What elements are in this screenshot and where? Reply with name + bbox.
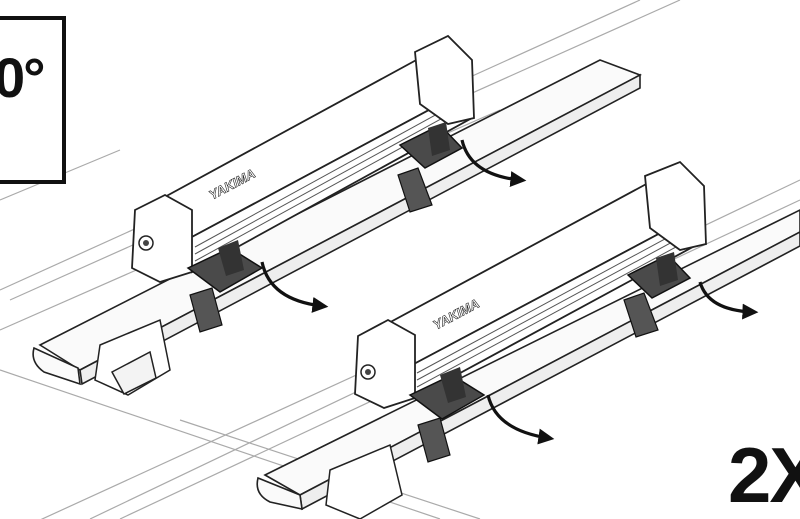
crossbar-rear xyxy=(32,59,642,386)
arrow-icon xyxy=(486,394,555,445)
angle-label: 0° xyxy=(0,46,46,109)
arrow-icon xyxy=(698,281,759,320)
ski-rack-upper: YAKIMA xyxy=(131,34,475,333)
crossbar-rear-foot xyxy=(94,318,171,396)
quantity-label: 2X xyxy=(728,431,800,519)
angle-callout: 0° xyxy=(0,16,66,184)
rotation-arrows xyxy=(260,139,759,445)
arrow-icon xyxy=(460,139,527,188)
arrow-icon xyxy=(260,261,329,313)
crossbar-front-foot xyxy=(325,443,403,519)
ski-rack-lower: YAKIMA xyxy=(354,160,707,463)
